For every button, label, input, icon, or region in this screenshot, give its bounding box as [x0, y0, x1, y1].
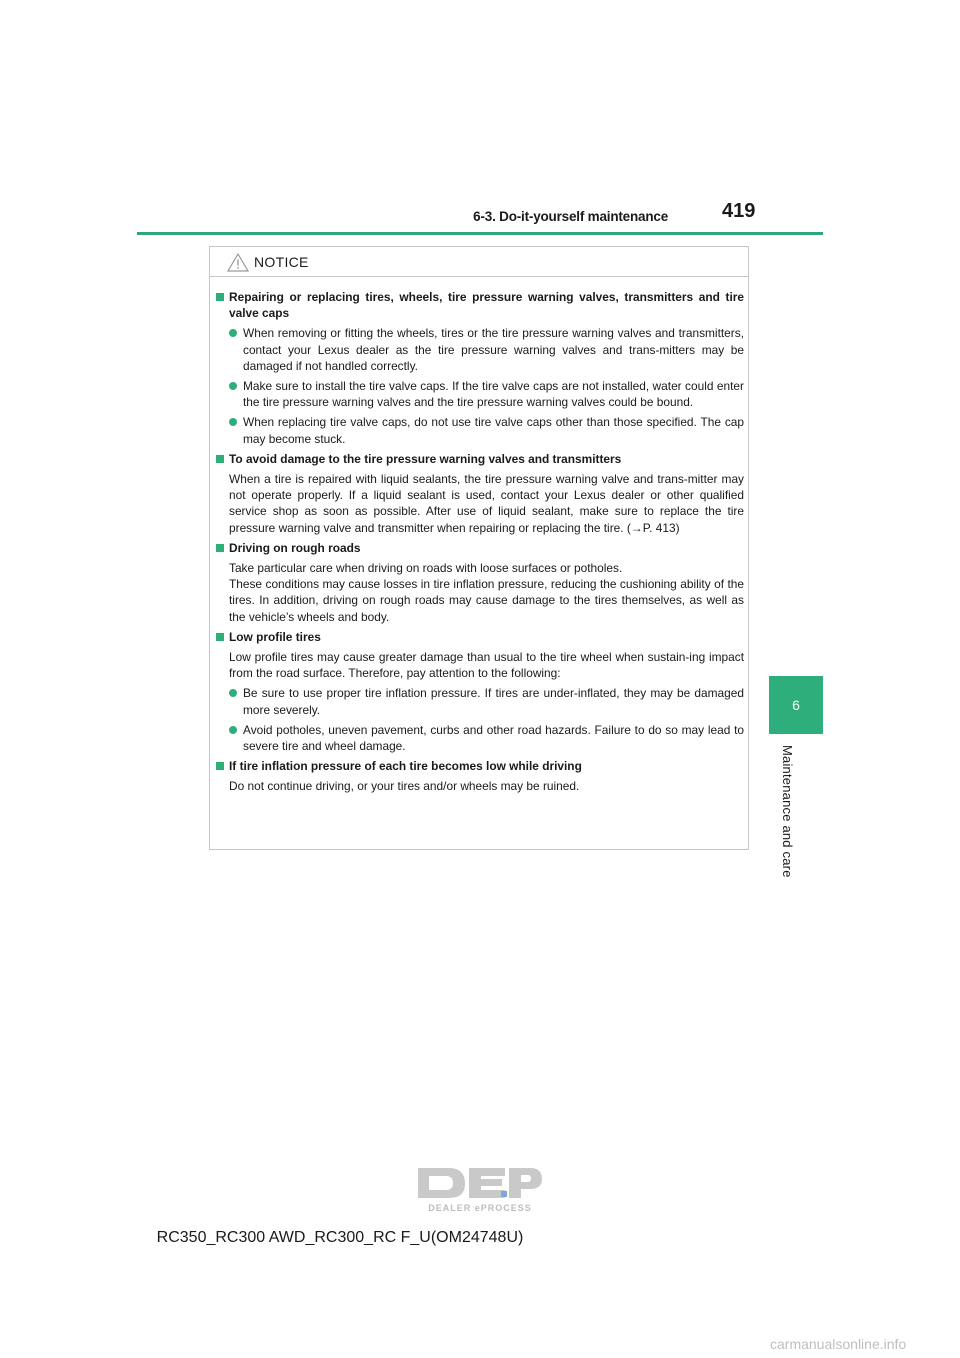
watermark: carmanualsonline.info	[770, 1336, 907, 1352]
round-bullet-icon	[229, 418, 237, 427]
notice-section: If tire inflation pressure of each tire …	[216, 758, 744, 794]
section-heading: If tire inflation pressure of each tire …	[216, 758, 744, 774]
section-text: Do not continue driving, or your tires a…	[229, 779, 580, 794]
chapter-label: Maintenance and care	[780, 745, 795, 878]
notice-header: NOTICE	[210, 247, 748, 277]
notice-title: NOTICE	[254, 254, 309, 270]
square-bullet-icon	[216, 454, 224, 463]
round-bullet-icon	[229, 725, 237, 734]
section-title: 6-3. Do-it-yourself maintenance	[473, 209, 668, 224]
logo-text: DEALER ePROCESS	[428, 1203, 532, 1213]
section-text: These conditions may cause losses in tir…	[229, 577, 744, 624]
section-text: When a tire is repaired with liquid seal…	[229, 472, 744, 535]
notice-section: Low profile tires Low profile tires may …	[216, 629, 744, 754]
notice-section: Repairing or replacing tires, wheels, ti…	[216, 289, 744, 447]
list-item: Be sure to use proper tire inflation pre…	[216, 685, 744, 717]
manual-code: RC350_RC300 AWD_RC300_RC F_U(OM24748U)	[156, 1229, 524, 1246]
square-bullet-icon	[216, 293, 224, 301]
chapter-number: 6	[792, 697, 800, 713]
list-item: Make sure to install the tire valve caps…	[216, 378, 744, 410]
notice-section: To avoid damage to the tire pressure war…	[216, 451, 744, 536]
section-heading: To avoid damage to the tire pressure war…	[216, 451, 744, 467]
notice-section: Driving on rough roads Take particular c…	[216, 540, 744, 625]
section-text: Take particular care when driving on roa…	[229, 561, 623, 576]
section-heading: Repairing or replacing tires, wheels, ti…	[216, 289, 744, 321]
square-bullet-icon	[216, 543, 224, 552]
list-item: When replacing tire valve caps, do not u…	[216, 414, 744, 446]
list-item: Avoid potholes, uneven pavement, curbs a…	[216, 722, 744, 754]
section-heading: Low profile tires	[216, 629, 744, 645]
header-rule	[137, 232, 823, 235]
section-text: Low profile tires may cause greater dama…	[229, 650, 744, 681]
warning-triangle-icon	[227, 253, 249, 272]
square-bullet-icon	[216, 762, 224, 771]
list-item: When removing or fitting the wheels, tir…	[216, 325, 744, 374]
chapter-tab[interactable]: 6	[769, 676, 823, 734]
round-bullet-icon	[229, 382, 237, 391]
notice-box: NOTICE Repairing or replacing tires, whe…	[209, 246, 749, 850]
notice-body: Repairing or replacing tires, wheels, ti…	[216, 289, 744, 799]
round-bullet-icon	[229, 689, 237, 698]
section-heading: Driving on rough roads	[216, 540, 744, 556]
page-number: 419	[722, 200, 756, 222]
dealer-eprocess-logo: DEALER ePROCESS	[418, 1168, 542, 1213]
round-bullet-icon	[229, 329, 237, 338]
square-bullet-icon	[216, 632, 224, 641]
